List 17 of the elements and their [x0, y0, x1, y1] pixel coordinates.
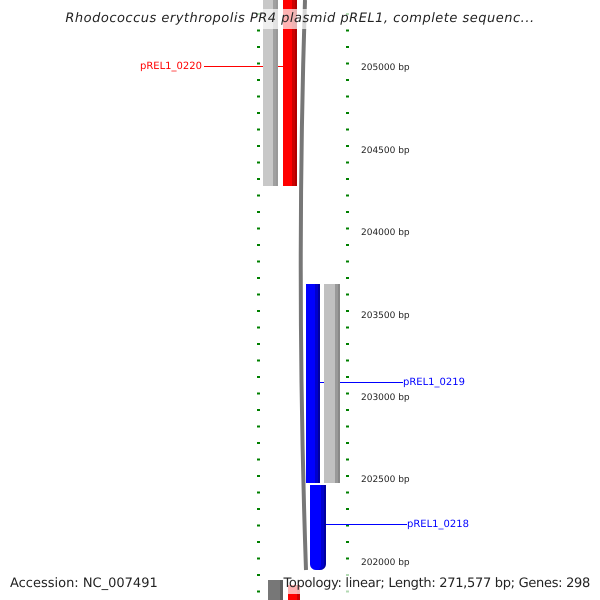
scale-label: 203000 bp [361, 393, 410, 404]
gene-label: pREL1_0220 [140, 59, 202, 74]
scale-label: 202500 bp [361, 475, 410, 486]
gene-bar [324, 284, 340, 483]
info-text: Topology: linear; Length: 271,577 bp; Genes: 298 [283, 574, 590, 594]
scale-label: 203500 bp [361, 311, 410, 322]
gene-bar [310, 485, 326, 570]
gene-label: pREL1_0219 [403, 375, 465, 390]
scale-label: 205000 bp [361, 63, 410, 74]
gene-bar [306, 284, 320, 483]
info-text: Accession: NC_007491 [10, 574, 158, 594]
scale-label: 202000 bp [361, 558, 410, 569]
scale-label: 204500 bp [361, 146, 410, 157]
gene-label: pREL1_0218 [407, 517, 469, 532]
gene-bar [268, 580, 283, 600]
leader-line [326, 524, 408, 525]
scale-label: 204000 bp [361, 228, 410, 239]
